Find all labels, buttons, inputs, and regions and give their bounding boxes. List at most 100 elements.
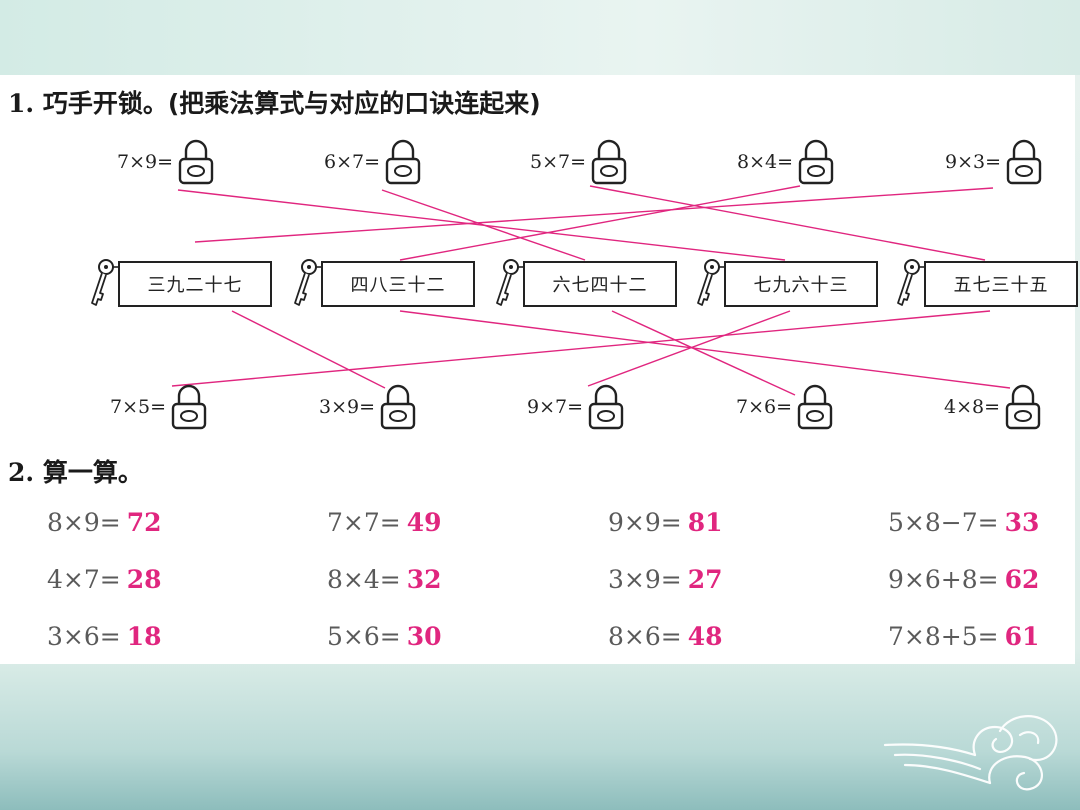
top-lock-4[interactable]: 8×4= — [737, 139, 835, 185]
calc-expression: 7×8+5= — [888, 622, 999, 651]
padlock-icon — [385, 139, 421, 185]
bottom-lock-4-equation: 7×6= — [736, 396, 793, 418]
padlock-icon — [797, 384, 833, 430]
cloud-swirl-decoration — [883, 715, 1058, 791]
key-icon — [496, 259, 525, 306]
calc-r2-c2: 8×4=32 — [327, 565, 442, 594]
exercise1-heading: 1. 巧手开锁。(把乘法算式与对应的口诀连起来) — [8, 84, 541, 120]
key-1-tag: 三九二十七 — [118, 261, 272, 307]
padlock-icon — [798, 139, 834, 185]
line-5x7-key5 — [589, 185, 986, 261]
bottom-lock-4[interactable]: 7×6= — [736, 384, 834, 430]
calc-answer: 28 — [126, 565, 162, 594]
padlock-icon — [178, 139, 214, 185]
calc-answer: 32 — [406, 565, 442, 594]
line-key1-3x9 — [231, 310, 386, 389]
key-icon — [897, 259, 926, 306]
calc-expression: 9×9= — [608, 508, 682, 537]
calc-r3-c2: 5×6=30 — [327, 622, 442, 651]
line-key3-7x6 — [611, 310, 796, 396]
key-icon — [294, 259, 323, 306]
top-lock-2[interactable]: 6×7= — [324, 139, 422, 185]
bottom-lock-5[interactable]: 4×8= — [944, 384, 1042, 430]
key-2[interactable]: 四八三十二 — [287, 259, 475, 309]
padlock-icon — [1005, 384, 1041, 430]
calc-expression: 3×9= — [608, 565, 682, 594]
exercise2-number: 2. — [8, 458, 35, 487]
calc-answer: 18 — [126, 622, 162, 651]
calc-r1-c3: 9×9=81 — [608, 508, 723, 537]
calc-r1-c2: 7×7=49 — [327, 508, 442, 537]
top-lock-1[interactable]: 7×9= — [117, 139, 215, 185]
line-6x7-key3 — [381, 189, 586, 261]
calc-expression: 8×4= — [327, 565, 401, 594]
top-lock-3-equation: 5×7= — [530, 151, 587, 173]
padlock-icon — [591, 139, 627, 185]
key-5-tag: 五七三十五 — [924, 261, 1078, 307]
calc-answer: 27 — [687, 565, 723, 594]
key-1[interactable]: 三九二十七 — [84, 259, 272, 309]
bottom-lock-2-equation: 3×9= — [319, 396, 376, 418]
calc-answer: 49 — [406, 508, 442, 537]
slide-top-band — [0, 0, 1080, 75]
padlock-icon — [1006, 139, 1042, 185]
exercise2-title: 算一算。 — [42, 458, 143, 487]
calc-answer: 33 — [1004, 508, 1040, 537]
exercise1-number: 1. — [8, 89, 35, 118]
calc-answer: 72 — [126, 508, 162, 537]
calc-expression: 5×8−7= — [888, 508, 999, 537]
top-lock-4-equation: 8×4= — [737, 151, 794, 173]
line-9x3-key1 — [194, 187, 994, 243]
calc-answer: 61 — [1004, 622, 1040, 651]
key-3-tag: 六七四十二 — [523, 261, 677, 307]
slide-bottom-band — [0, 664, 1080, 810]
top-lock-5-equation: 9×3= — [945, 151, 1002, 173]
worksheet-card: 1. 巧手开锁。(把乘法算式与对应的口诀连起来) 7×9= 6×7= 5×7= … — [0, 75, 1078, 664]
padlock-icon — [588, 384, 624, 430]
key-4-tag: 七九六十三 — [724, 261, 878, 307]
key-3[interactable]: 六七四十二 — [489, 259, 677, 309]
line-key4-9x7 — [587, 310, 791, 387]
exercise1-title: 巧手开锁。(把乘法算式与对应的口诀连起来) — [42, 89, 541, 118]
key-icon — [91, 259, 120, 306]
calc-answer: 81 — [687, 508, 723, 537]
padlock-icon — [171, 384, 207, 430]
calc-r1-c1: 8×9=72 — [47, 508, 162, 537]
calc-r2-c3: 3×9=27 — [608, 565, 723, 594]
line-key2-4x8 — [399, 310, 1011, 389]
top-lock-2-equation: 6×7= — [324, 151, 381, 173]
bottom-lock-3[interactable]: 9×7= — [527, 384, 625, 430]
key-icon — [697, 259, 726, 306]
calc-answer: 48 — [687, 622, 723, 651]
bottom-lock-2[interactable]: 3×9= — [319, 384, 417, 430]
calc-expression: 8×9= — [47, 508, 121, 537]
exercise2-heading: 2. 算一算。 — [8, 453, 143, 489]
calc-expression: 8×6= — [608, 622, 682, 651]
calc-expression: 5×6= — [327, 622, 401, 651]
connection-lines — [171, 185, 1011, 396]
calc-r2-c4: 9×6+8=62 — [888, 565, 1039, 594]
line-8x4-key2 — [399, 185, 801, 261]
top-lock-3[interactable]: 5×7= — [530, 139, 628, 185]
calc-r3-c4: 7×8+5=61 — [888, 622, 1039, 651]
calc-answer: 62 — [1004, 565, 1040, 594]
calc-r2-c1: 4×7=28 — [47, 565, 162, 594]
bottom-lock-1-equation: 7×5= — [110, 396, 167, 418]
calc-r3-c3: 8×6=48 — [608, 622, 723, 651]
calc-answer: 30 — [406, 622, 442, 651]
key-4[interactable]: 七九六十三 — [690, 259, 878, 309]
key-2-tag: 四八三十二 — [321, 261, 475, 307]
calc-r1-c4: 5×8−7=33 — [888, 508, 1039, 537]
key-5[interactable]: 五七三十五 — [890, 259, 1078, 309]
padlock-icon — [380, 384, 416, 430]
top-lock-1-equation: 7×9= — [117, 151, 174, 173]
bottom-lock-3-equation: 9×7= — [527, 396, 584, 418]
top-lock-5[interactable]: 9×3= — [945, 139, 1043, 185]
bottom-lock-1[interactable]: 7×5= — [110, 384, 208, 430]
calc-expression: 7×7= — [327, 508, 401, 537]
calc-expression: 9×6+8= — [888, 565, 999, 594]
calc-expression: 3×6= — [47, 622, 121, 651]
bottom-lock-5-equation: 4×8= — [944, 396, 1001, 418]
line-key5-7x5 — [171, 310, 991, 387]
calc-expression: 4×7= — [47, 565, 121, 594]
